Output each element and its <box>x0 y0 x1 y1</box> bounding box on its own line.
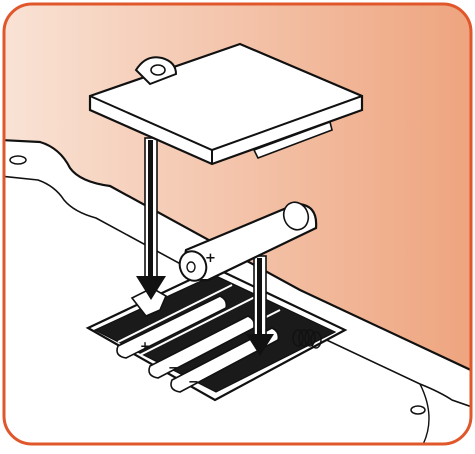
battery-slot-3-terminal: − <box>188 375 199 390</box>
screw-hole-right <box>411 406 425 414</box>
screw-hole-left <box>10 156 26 164</box>
battery-slot-2-terminal: − <box>168 361 179 376</box>
battery-loose-terminal: + <box>205 251 216 266</box>
battery-slot-1-terminal: + <box>140 339 150 353</box>
